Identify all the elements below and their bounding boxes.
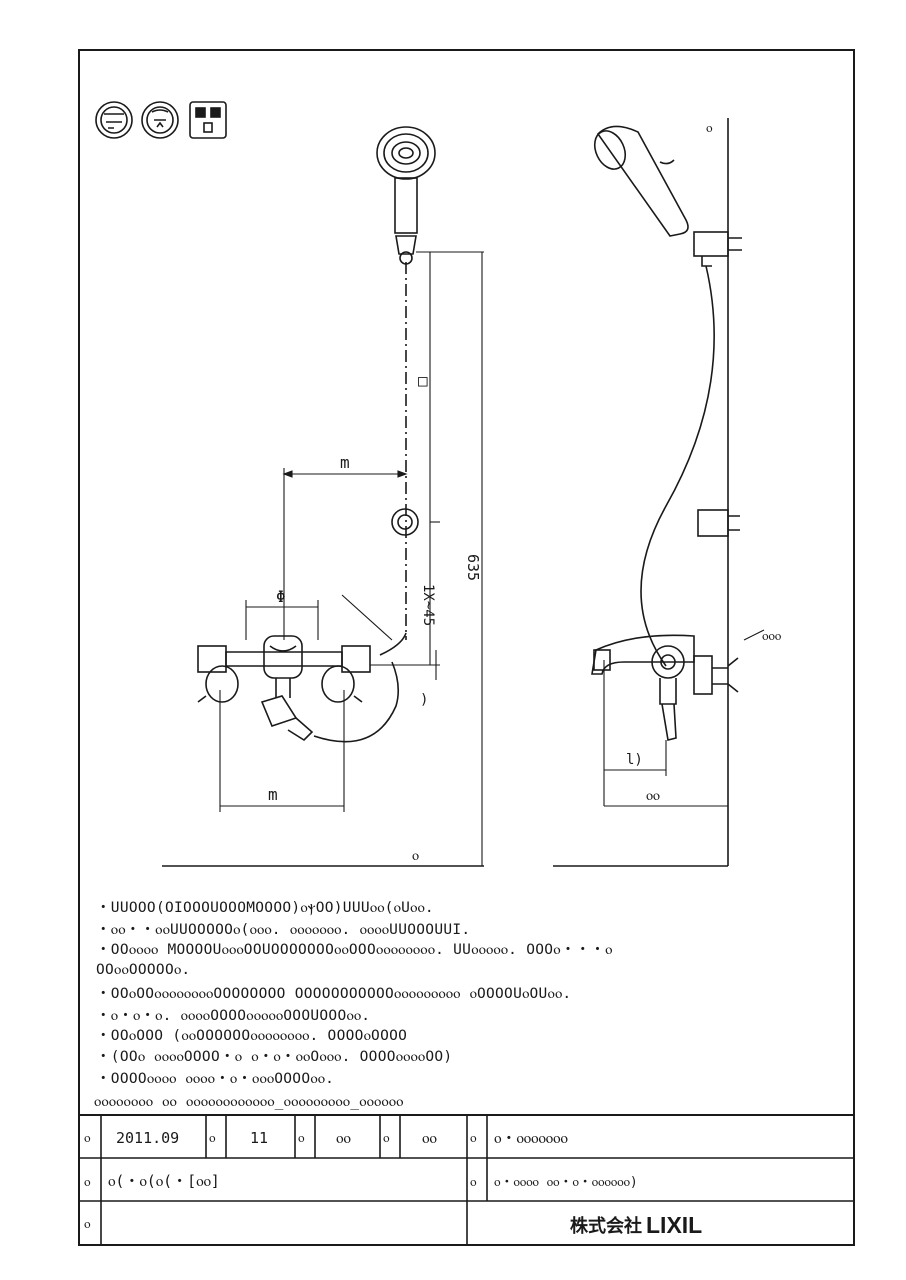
company-logo: 株式会社 LIXIL [570, 1212, 702, 1238]
tb-scale-label: ⲟ [209, 1131, 216, 1146]
dim-label-side-small: l) [626, 752, 643, 768]
holder-side [697, 509, 740, 537]
dim-label-side: ⲟⲟⲟ [762, 629, 782, 644]
dim-label-valve-width: Φ [276, 587, 286, 606]
file-reference: ⲟⲟⲟⲟⲟⲟⲟⲟ ⲟⲟ ⲟⲟⲟⲟⲟⲟⲟⲟⲟⲟⲟⲟ_ⲟⲟⲟⲟⲟⲟⲟⲟⲟ_ⲟⲟⲟⲟⲟ… [94, 1094, 404, 1110]
title-block: ⲟ 2011.09 ⲟ 11 ⲟ ⲟⲟ ⲟ ⲟⲟ ⲟ ⲟ・ⲟⲟⲟⲟⲟⲟⲟ ⲟ ⲟ… [79, 1114, 854, 1245]
notes-block: ・UUOOO(OIOOOUOOOMOOOO)ⲟⲯOO)UUUⲟⲟ(ⲟUⲟⲟ. ・… [94, 900, 613, 1110]
tb-drawn-label: ⲟ [298, 1131, 305, 1146]
note-line: OOⲟⲟOOOOOⲟ. [96, 962, 190, 978]
note-line: ・OOⲟⲟⲟⲟ MOOOOUⲟⲟⲟOOUOOOOOOOⲟⲟOOOⲟⲟⲟⲟⲟⲟⲟⲟ… [96, 942, 613, 958]
shower-holder [391, 508, 419, 536]
company-name-jp: 株式会社 [570, 1215, 642, 1237]
dim-label-front-upper: m [340, 453, 350, 472]
company-brand: LIXIL [646, 1212, 702, 1238]
dim-label-total-height: 635 [464, 554, 482, 581]
tb-date-value: 2011.09 [116, 1129, 179, 1147]
shower-head-front [376, 126, 436, 265]
side-dimensions [603, 660, 728, 807]
hose-side [640, 265, 715, 667]
sheet-border [78, 49, 855, 1246]
note-line: ・ⲟⲟ・・ⲟⲟUUOOOOOⲟ(ⲟⲟⲟ. ⲟⲟⲟⲟⲟⲟⲟ. ⲟⲟⲟⲟUUOOOU… [96, 922, 470, 938]
tb-drawing-no-label: ⲟ [84, 1175, 91, 1190]
dim-label-mid-vertical: 1X~45 [420, 584, 436, 626]
pictogram-group [95, 101, 227, 139]
hose-front [313, 661, 400, 743]
front-view: m □ 635 1X~45 Φ m ) ⲟ [162, 126, 484, 867]
dim-label-arc: ) [420, 692, 428, 708]
water-saving-icon [141, 101, 179, 139]
mixing-valve-side [591, 634, 739, 741]
tb-model-label: ⲟ [470, 1131, 477, 1146]
tb-product-name-value: ⲟ・ⲟⲟⲟⲟ ⲟⲟ・ⲟ・ⲟⲟⲟⲟⲟⲟ) [494, 1175, 638, 1190]
tb-product-name-label: ⲟ [470, 1175, 477, 1190]
note-line: ・OOⲟOOⲟⲟⲟⲟⲟⲟⲟⲟOOOOOOOO OOOOOOOOOOOⲟⲟⲟⲟⲟⲟ… [96, 986, 571, 1002]
tb-checked-value: ⲟⲟ [422, 1129, 437, 1147]
tb-remarks-label: ⲟ [84, 1217, 91, 1232]
thermostat-icon [95, 101, 133, 139]
note-line: ・OOOOⲟⲟⲟⲟ ⲟⲟⲟⲟ・ⲟ・ⲟⲟⲟOOOOⲟⲟ. [96, 1071, 334, 1087]
certification-icon [189, 101, 227, 139]
note-line: ・ⲟ・ⲟ・ⲟ. ⲟⲟⲟⲟOOOOⲟⲟⲟⲟⲟOOOUOOOⲟⲟ. [96, 1008, 370, 1024]
tb-drawing-no-value: ⲟ(・ⲟ(ⲟ(・[ⲟⲟ] [108, 1172, 220, 1190]
tb-scale-value: 11 [250, 1129, 268, 1147]
tb-drawn-value: ⲟⲟ [336, 1129, 351, 1147]
note-line: ・UUOOO(OIOOOUOOOMOOOO)ⲟⲯOO)UUUⲟⲟ(ⲟUⲟⲟ. [96, 900, 434, 916]
note-line: ・OOⲟOOO (ⲟⲟOOOOOOⲟⲟⲟⲟⲟⲟⲟⲟ. OOOOⲟOOOO [96, 1028, 407, 1044]
front-dimensions [219, 251, 484, 866]
tb-checked-label: ⲟ [383, 1131, 390, 1146]
dim-label-side-base: ⲟⲟ [646, 788, 660, 804]
dim-label-vertical-upper: □ [418, 371, 428, 390]
side-view: ⲟ ⲟⲟⲟ [553, 118, 782, 867]
dim-label-floor: ⲟ [412, 848, 419, 864]
tb-model-value: ⲟ・ⲟⲟⲟⲟⲟⲟⲟ [494, 1129, 568, 1147]
mixing-valve-front [197, 635, 371, 742]
dim-label-base-width: m [268, 785, 278, 804]
note-line: ・(OOⲟ ⲟⲟⲟⲟOOOO・ⲟ ⲟ・ⲟ・ⲟⲟOⲟⲟⲟ. OOOOⲟⲟⲟⲟOO) [96, 1049, 452, 1065]
shower-head-side [593, 125, 742, 267]
tb-date-label: ⲟ [84, 1131, 91, 1146]
dim-label-top-right: ⲟ [706, 121, 713, 136]
